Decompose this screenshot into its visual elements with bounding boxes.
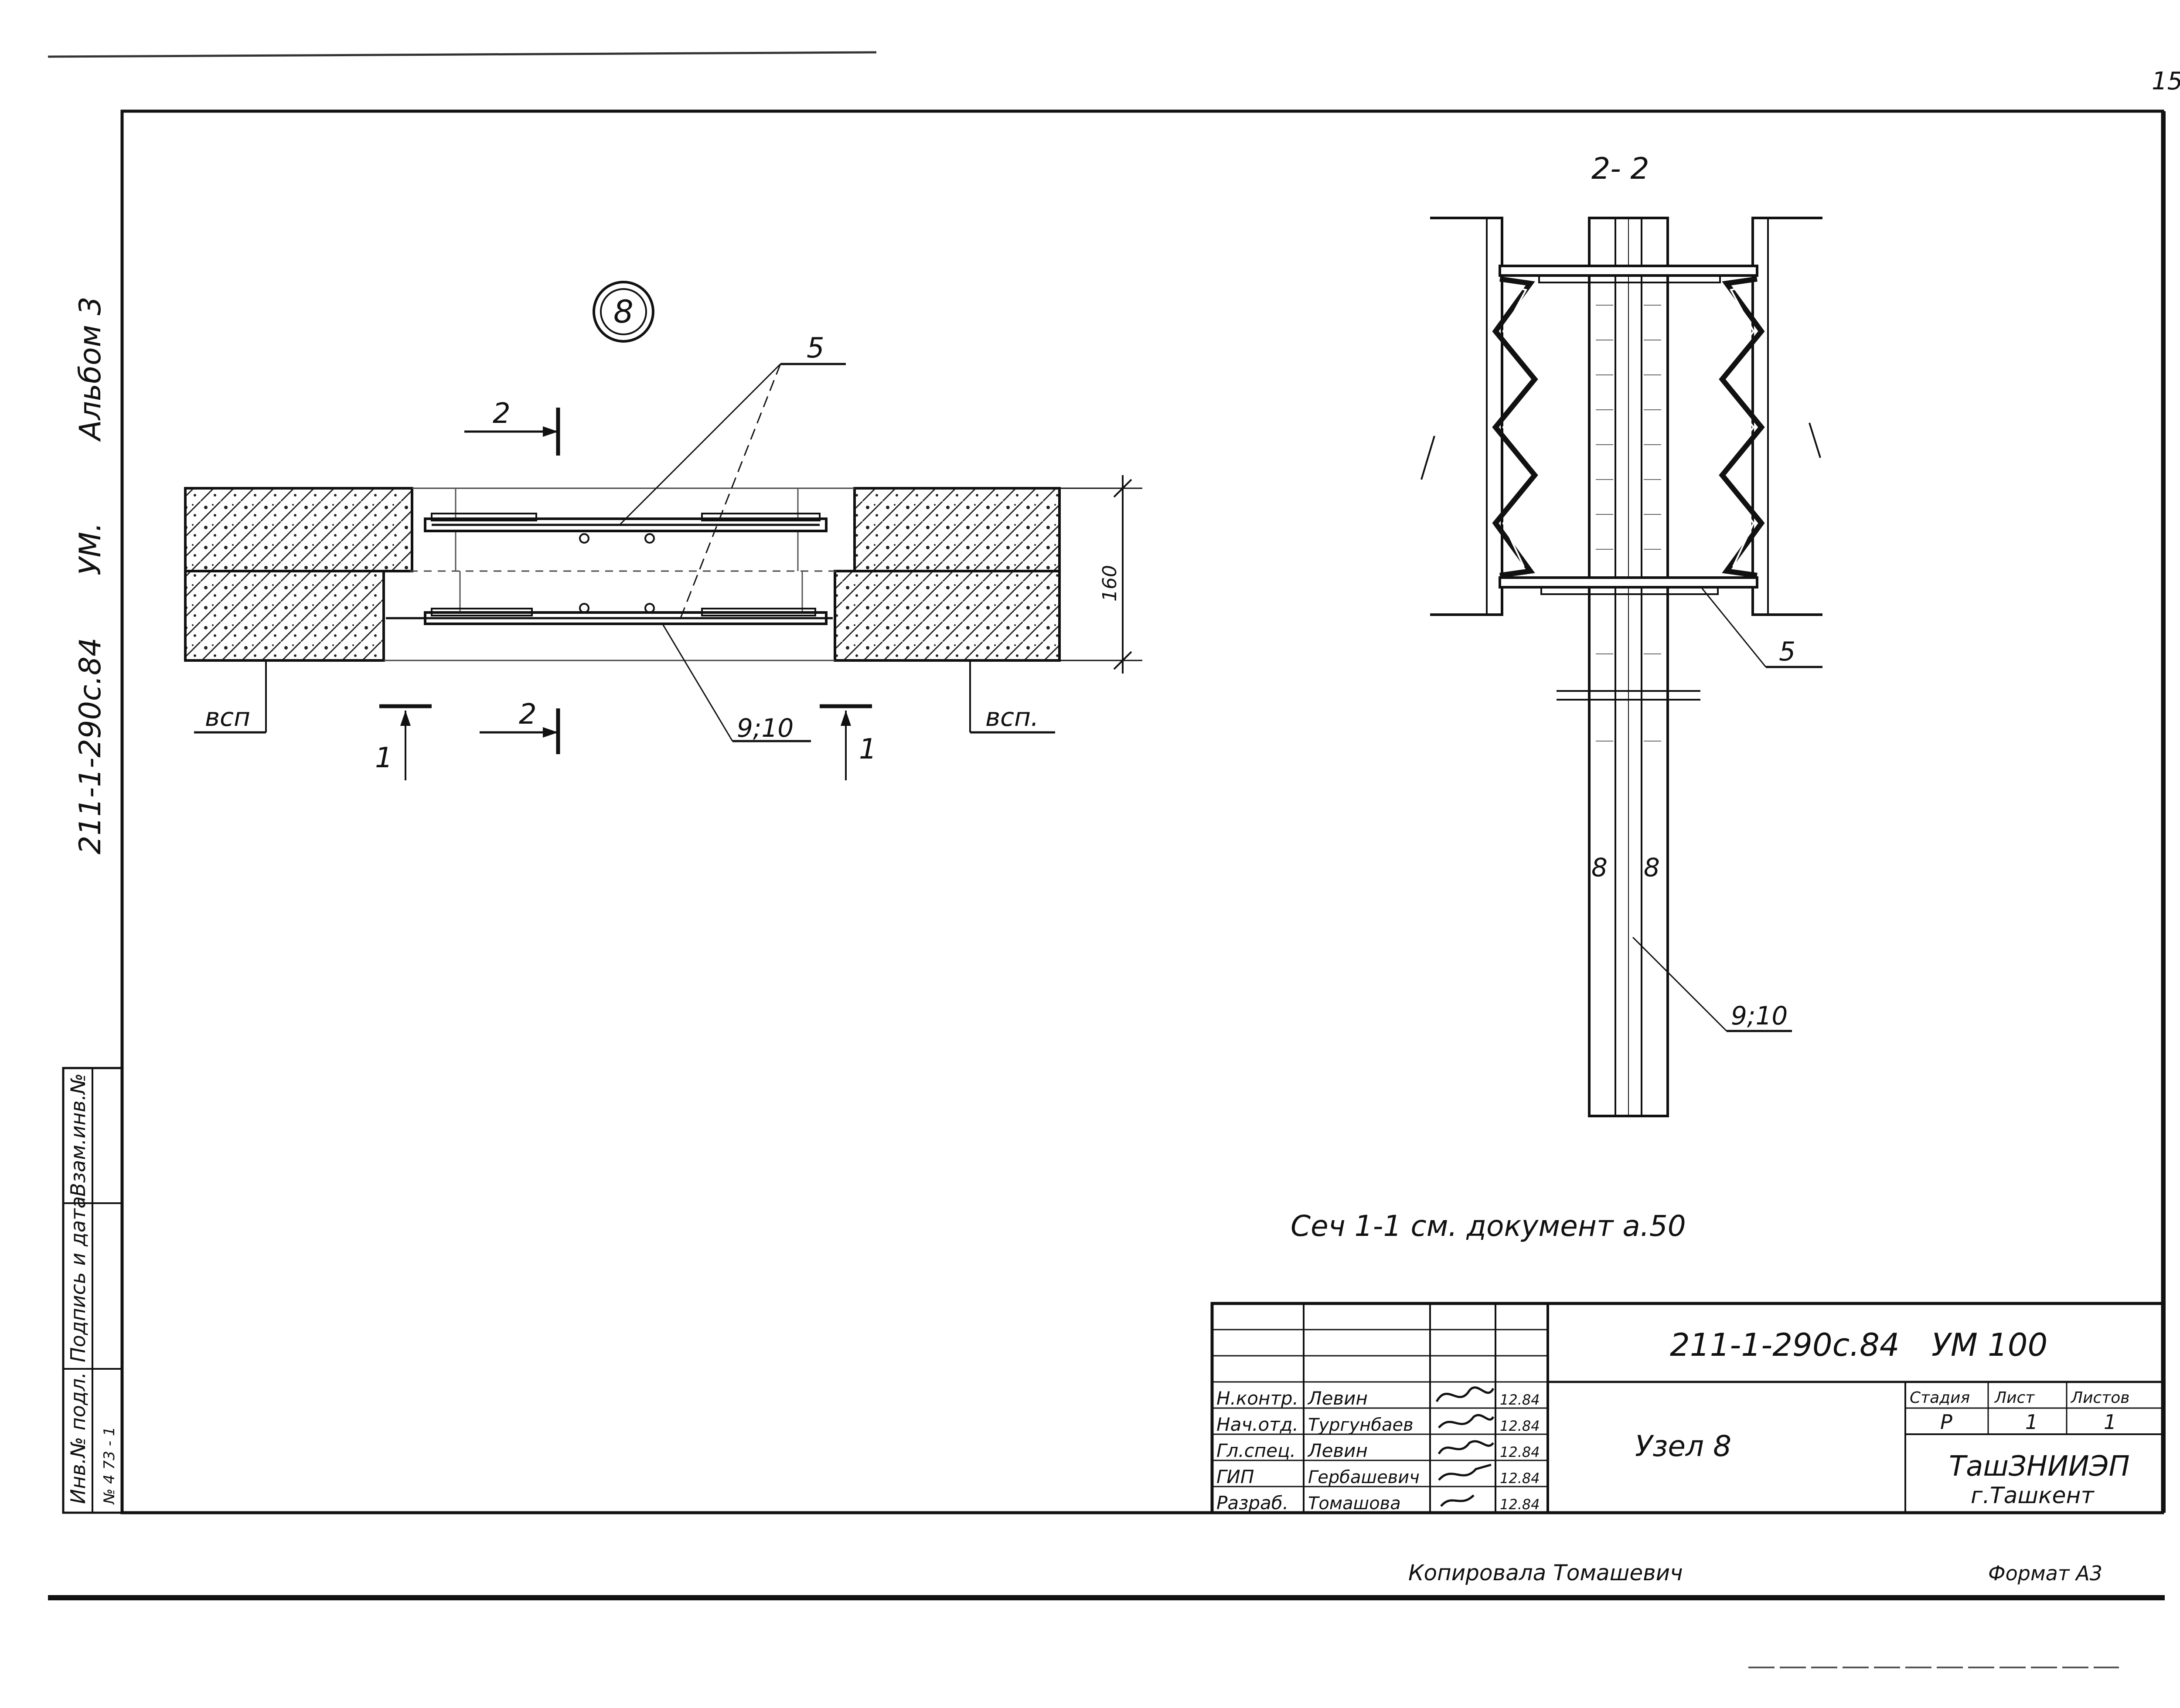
wall-right-outline: [1751, 217, 1822, 616]
org-name: ТашЗНИИЭП: [1949, 1450, 2130, 1483]
callout-5-top: 5: [807, 332, 824, 364]
section-callout-9-10: 9;10: [1731, 1001, 1788, 1031]
signatures-drawing: [1435, 1386, 1495, 1507]
sheet-number: 15: [2152, 67, 2180, 95]
top-guide-line: [48, 51, 877, 58]
left-album-code: УМ.: [73, 522, 108, 575]
compensator-right: [1719, 276, 1765, 578]
title-album: УМ 100: [1931, 1327, 2047, 1363]
section-2-2: 2- 2: [1420, 152, 1822, 1117]
node-label-number: 8: [613, 293, 634, 330]
stamp-col-sign-date: Подпись и дата: [66, 1196, 90, 1362]
svg-text:Томашова: Томашова: [1308, 1494, 1401, 1514]
left-doc-code: 211-1-290с.84: [73, 638, 108, 854]
svg-text:12.84: 12.84: [1500, 1444, 1540, 1460]
svg-text:Нач.отд.: Нач.отд.: [1216, 1414, 1298, 1435]
footer-copied-by: Копировала Томашевич: [1408, 1560, 1683, 1586]
label-vsp-left: всп: [205, 702, 250, 732]
stamp-inv-number: № 4 73 - 1: [101, 1427, 118, 1505]
plate-bottom: [1499, 576, 1758, 589]
sheets-value: 1: [2104, 1410, 2116, 1434]
org-city: г.Ташкент: [1971, 1483, 2095, 1509]
signer-row: ГИП Гербашевич 12.84: [1216, 1466, 1540, 1487]
footer-format: Формат А3: [1988, 1562, 2102, 1585]
col-stage: Стадия: [1910, 1389, 1970, 1407]
wall-right-lower: [834, 570, 1061, 662]
drawing-frame: [120, 109, 2164, 1514]
svg-text:Тургунбаев: Тургунбаев: [1308, 1415, 1414, 1435]
label-vsp-right: всп.: [985, 702, 1039, 732]
cut-mark-1-left: 1: [375, 742, 393, 774]
svg-text:Разраб.: Разраб.: [1216, 1492, 1288, 1514]
cut-mark-2-bottom: 2: [519, 698, 537, 731]
stage-value: Р: [1940, 1410, 1952, 1434]
section-callout-5: 5: [1779, 636, 1795, 667]
note-section-1-1: Сеч 1-1 см. документ а.50: [1291, 1209, 1686, 1243]
cut-mark-1-right: 1: [859, 733, 877, 766]
title-drawing-name: Узел 8: [1635, 1429, 1731, 1463]
sheet-value: 1: [2025, 1410, 2038, 1434]
svg-text:ГИП: ГИП: [1216, 1466, 1254, 1487]
svg-text:Гербашевич: Гербашевич: [1308, 1467, 1420, 1487]
svg-text:12.84: 12.84: [1500, 1470, 1540, 1487]
wall-right-upper: [853, 487, 1061, 572]
title-doc-code: 211-1-290с.84: [1670, 1327, 1900, 1363]
left-stamp: Инв.№ подл. Подпись и дата Взам.инв.№ № …: [62, 1067, 123, 1514]
node-label-circle: [593, 281, 654, 343]
svg-text:Н.контр.: Н.контр.: [1216, 1388, 1298, 1409]
callout-9-10: 9;10: [737, 713, 794, 743]
signer-row: Н.контр. Левин 12.84: [1216, 1388, 1540, 1409]
signer-row: Разраб. Томашова 12.84: [1216, 1492, 1540, 1514]
section-2-2-title: 2- 2: [1591, 152, 1649, 186]
label-8-left: 8: [1591, 853, 1608, 882]
svg-text:Гл.спец.: Гл.спец.: [1216, 1440, 1296, 1461]
signer-row: Нач.отд. Тургунбаев 12.84: [1216, 1414, 1540, 1435]
svg-text:12.84: 12.84: [1500, 1418, 1540, 1434]
cut-mark-2-top: 2: [493, 398, 511, 430]
svg-text:Левин: Левин: [1307, 1440, 1368, 1461]
svg-text:12.84: 12.84: [1500, 1392, 1540, 1408]
plate-top: [1499, 265, 1758, 277]
stamp-col-inv-orig: Инв.№ подл.: [66, 1372, 90, 1504]
left-album-number: Альбом 3: [73, 296, 108, 442]
node-8-view: 8 5 9;10: [184, 281, 1142, 780]
label-8-right: 8: [1644, 853, 1660, 882]
svg-text:12.84: 12.84: [1500, 1496, 1540, 1513]
col-sheets: Листов: [2070, 1389, 2129, 1407]
svg-text:Левин: Левин: [1307, 1388, 1368, 1409]
title-block: Н.контр. Левин 12.84 Нач.отд. Тургунбаев…: [1210, 1302, 2164, 1514]
wall-left-lower: [184, 570, 385, 662]
stamp-col-inv-repl: Взам.инв.№: [66, 1073, 90, 1197]
wall-left-upper: [184, 487, 413, 572]
signer-row: Гл.спец. Левин 12.84: [1216, 1440, 1540, 1461]
col-sheet: Лист: [1994, 1389, 2035, 1407]
dimension-160: 160: [1099, 565, 1121, 602]
wall-left-outline: [1430, 217, 1503, 616]
